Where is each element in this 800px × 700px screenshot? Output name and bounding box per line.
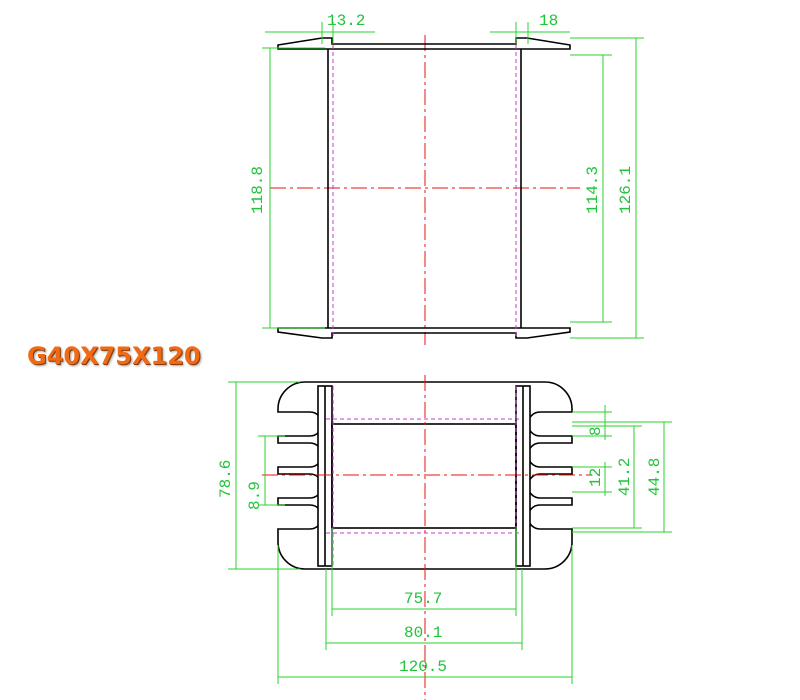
- dim-right-8: 8: [587, 426, 605, 436]
- dim-slot: 8.9: [246, 481, 264, 510]
- dim-bottom-height: 78.6: [217, 460, 235, 498]
- dim-flange-left: 13.2: [327, 12, 365, 30]
- inner-window: [331, 423, 517, 529]
- dim-height-left: 118.8: [249, 166, 267, 214]
- dim-right-44: 44.8: [646, 458, 664, 496]
- dim-right-41: 41.2: [616, 458, 634, 496]
- dim-width-total: 120.5: [399, 658, 447, 676]
- top-view: 13.2 18 118.8 114.3 126.1: [249, 12, 644, 345]
- dim-right-12: 12: [587, 468, 605, 487]
- model-title: G40X75X120: [27, 342, 201, 370]
- bottom-flange: [277, 327, 571, 339]
- dim-width-mid: 80.1: [404, 624, 442, 642]
- bottom-view: 78.6 8.9 8 12 41.2 44.8 75.7: [217, 375, 672, 700]
- dim-height-total: 126.1: [617, 166, 635, 214]
- dim-flange-right: 18: [539, 12, 558, 30]
- dim-width-inner: 75.7: [404, 590, 442, 608]
- dim-height-inner: 114.3: [584, 166, 602, 214]
- top-flange: [277, 37, 571, 50]
- bottom-outline: [277, 381, 573, 570]
